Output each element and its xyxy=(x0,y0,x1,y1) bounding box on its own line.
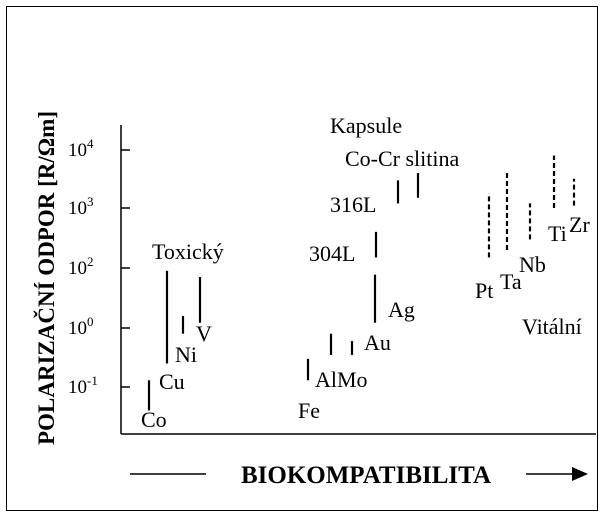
material-label-ti: Ti xyxy=(548,221,567,246)
figure-border xyxy=(6,6,598,511)
material-label-au: Au xyxy=(364,330,391,355)
material-label-pt: Pt xyxy=(475,278,493,303)
range-bars xyxy=(147,155,576,411)
group-label-capsule: Kapsule xyxy=(330,113,402,138)
material-label-almo: AlMo xyxy=(315,367,368,392)
material-label-ag: Ag xyxy=(388,297,415,322)
y-tick-label: 102 xyxy=(68,254,94,279)
x-axis-arrow-head xyxy=(572,467,588,481)
y-axis-ticks: 104 103 102 100 10-1 xyxy=(68,136,130,398)
material-label-co-cr-slitina: Co-Cr slitina xyxy=(345,146,460,171)
material-label-nb: Nb xyxy=(519,252,546,277)
material-label-ta: Ta xyxy=(500,269,522,294)
material-label-v: V xyxy=(196,321,212,346)
material-label-co: Co xyxy=(141,407,167,432)
y-axis-title: POLARIZAČNÍ ODPOR [R/Ωm] xyxy=(33,111,59,445)
group-label-vital: Vitální xyxy=(522,314,582,339)
material-label-fe: Fe xyxy=(298,398,320,423)
material-label-zr: Zr xyxy=(569,212,590,237)
material-label-316l: 316L xyxy=(330,192,376,217)
material-label-304l: 304L xyxy=(309,241,355,266)
y-tick-label: 103 xyxy=(68,194,94,219)
y-tick-label: 10-1 xyxy=(68,373,98,398)
y-tick-label: 104 xyxy=(68,136,94,161)
group-label-toxic: Toxický xyxy=(152,239,224,264)
material-label-cu: Cu xyxy=(159,369,185,394)
x-axis-title: BIOKOMPATIBILITA xyxy=(241,462,491,489)
y-tick-label: 100 xyxy=(68,314,94,339)
material-label-ni: Ni xyxy=(175,342,197,367)
